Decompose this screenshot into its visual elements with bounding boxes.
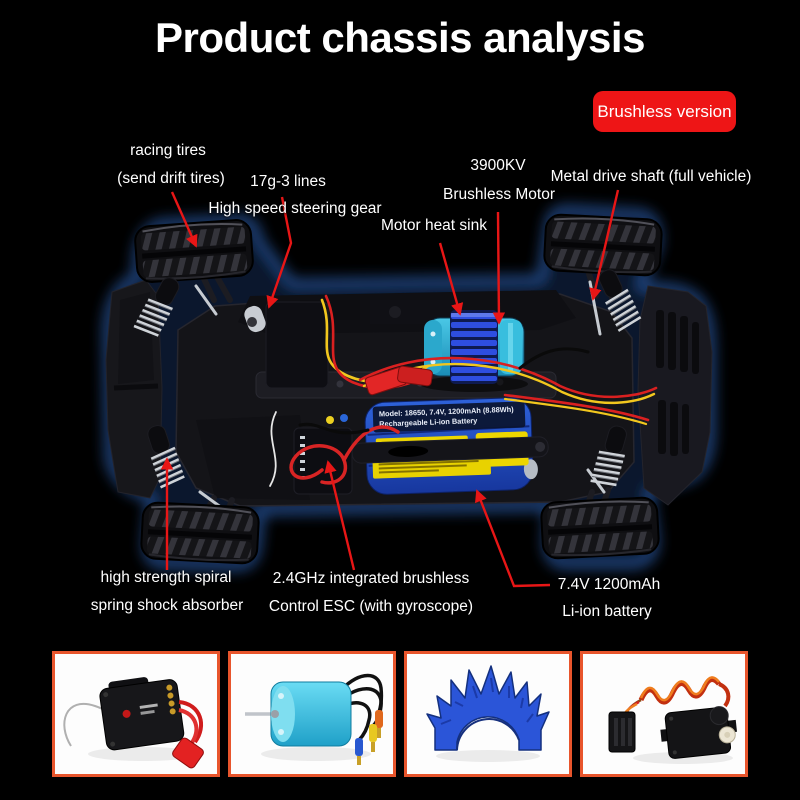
heatsink-fins (450, 310, 498, 384)
product-box-esc-receiver (52, 651, 220, 777)
leader-line-driveshaft (589, 189, 620, 301)
leader-line-motor (492, 211, 506, 325)
product-box-servo (580, 651, 748, 777)
leader-line-esc (324, 460, 356, 571)
leader-line-heatsink (438, 242, 464, 316)
leader-line-battery (475, 489, 551, 588)
brushless-motor-photo (245, 673, 384, 765)
servo-photo (608, 676, 737, 764)
battery-label-line2: Rechargeable Li-ion Battery (379, 416, 478, 428)
tire-front-left (133, 218, 255, 284)
esc-receiver-photo (63, 677, 204, 769)
product-box-heat-sink (404, 651, 572, 777)
leader-line-steering (266, 196, 293, 309)
leader-lines (160, 189, 620, 588)
product-box-brushless-motor (228, 651, 396, 777)
steering-servo-unit (244, 301, 329, 389)
tire-rear-left (139, 501, 261, 565)
tire-rear-right (539, 496, 661, 560)
motor-and-heatsink (420, 310, 528, 392)
tire-front-right (542, 213, 664, 277)
heat-sink-photo (426, 665, 550, 762)
jst-connector (397, 365, 433, 387)
battery-pack: Model: 18650, 7.4V, 1200mAh (8.88Wh) Rec… (351, 397, 549, 495)
leader-line-tires (170, 191, 198, 248)
